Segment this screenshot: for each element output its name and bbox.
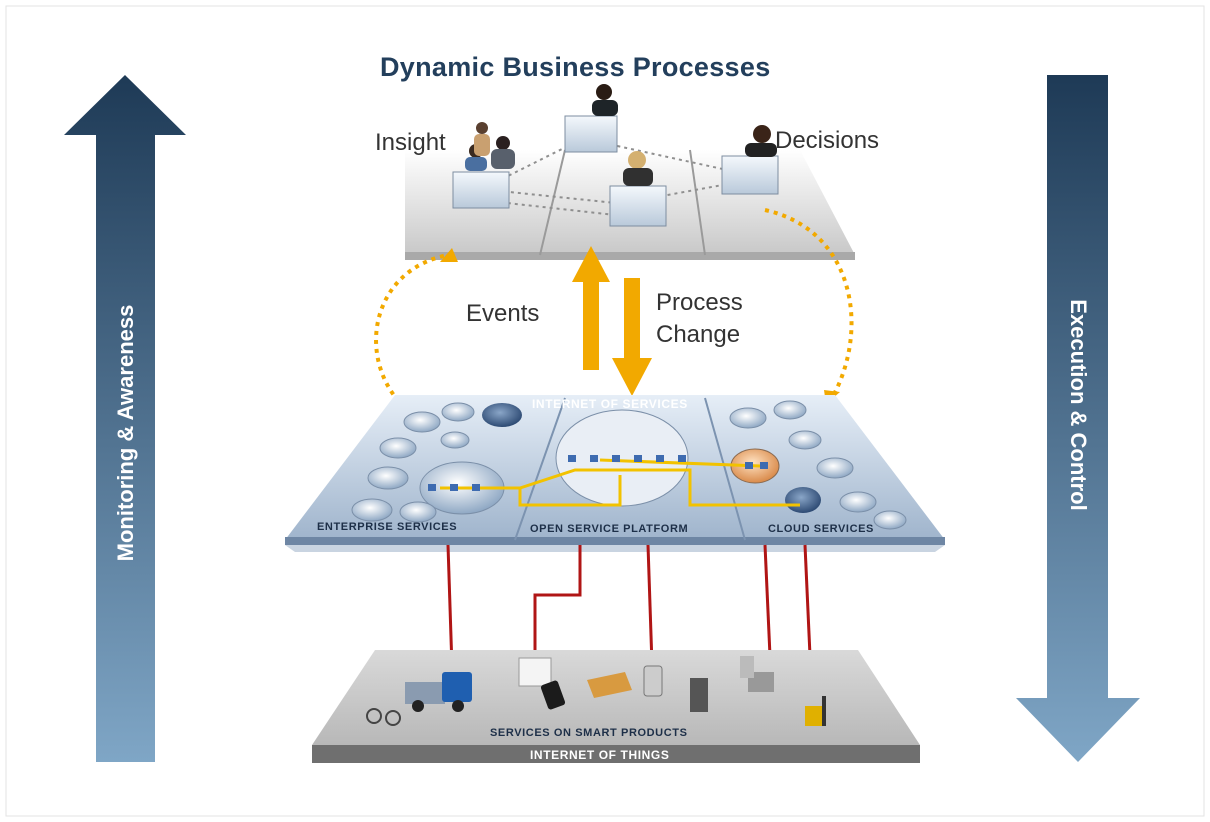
process-change-down-arrow <box>612 278 652 396</box>
execution-control-label: Execution & Control <box>1066 299 1091 511</box>
things-platform <box>312 650 920 763</box>
truck-icon <box>405 672 472 712</box>
internet-of-things-label: INTERNET OF THINGS <box>530 748 670 762</box>
workstation-2 <box>564 84 618 153</box>
workstation-1 <box>452 122 515 209</box>
pallet-icon <box>587 672 632 698</box>
monitoring-up-arrow <box>64 75 186 762</box>
workstation-3 <box>609 151 667 227</box>
open-service-platform-label: OPEN SERVICE PLATFORM <box>530 523 689 535</box>
enterprise-services-label: ENTERPRISE SERVICES <box>317 521 458 533</box>
internet-of-services-label: INTERNET OF SERVICES <box>532 397 688 411</box>
execution-down-arrow <box>1016 75 1140 762</box>
phone-icon <box>643 665 663 697</box>
cloud-services-label: CLOUD SERVICES <box>768 523 874 535</box>
smart-products-label: SERVICES ON SMART PRODUCTS <box>490 727 688 739</box>
forklift-icon <box>805 696 826 726</box>
shelf-icon <box>518 657 552 687</box>
services-platform <box>285 395 945 552</box>
insight-label: Insight <box>375 129 446 156</box>
business-platform <box>405 84 855 260</box>
workstation-4 <box>721 125 779 195</box>
handheld-icon <box>540 680 566 710</box>
process-change-label: Process Change <box>656 289 743 348</box>
robot-arm-icon <box>740 656 774 692</box>
machine-icon <box>690 678 708 712</box>
events-label: Events <box>466 300 540 327</box>
page-title: Dynamic Business Processes <box>380 52 771 82</box>
execution-arc <box>764 208 854 399</box>
decisions-label: Decisions <box>775 127 880 154</box>
events-up-arrow <box>572 246 610 370</box>
monitoring-awareness-label: Monitoring & Awareness <box>113 304 138 562</box>
sensor-icon <box>366 708 401 726</box>
